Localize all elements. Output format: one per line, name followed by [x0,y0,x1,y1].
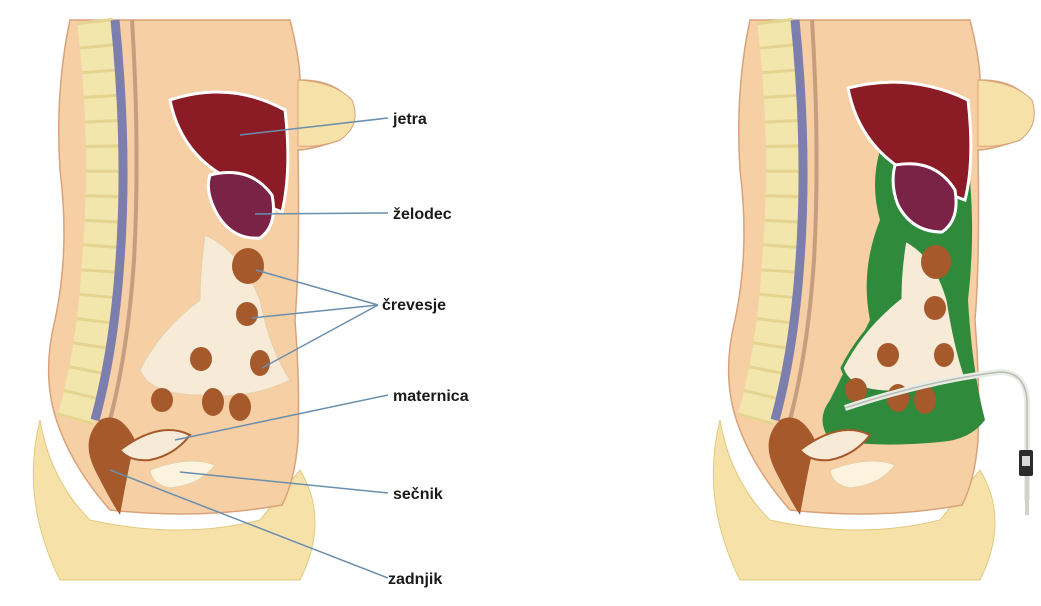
label-stomach: želodec [393,206,452,223]
label-uterus: maternica [393,388,469,405]
label-rectum: zadnjik [388,571,442,588]
left-figure [33,20,355,580]
label-intestines: črevesje [382,297,446,314]
label-liver: jetra [392,111,427,128]
label-bladder: sečnik [393,486,443,503]
labels: jetra želodec črevesje maternica sečnik … [382,111,469,588]
left-breast [298,80,355,146]
right-figure [713,20,1034,580]
right-breast [978,80,1034,146]
